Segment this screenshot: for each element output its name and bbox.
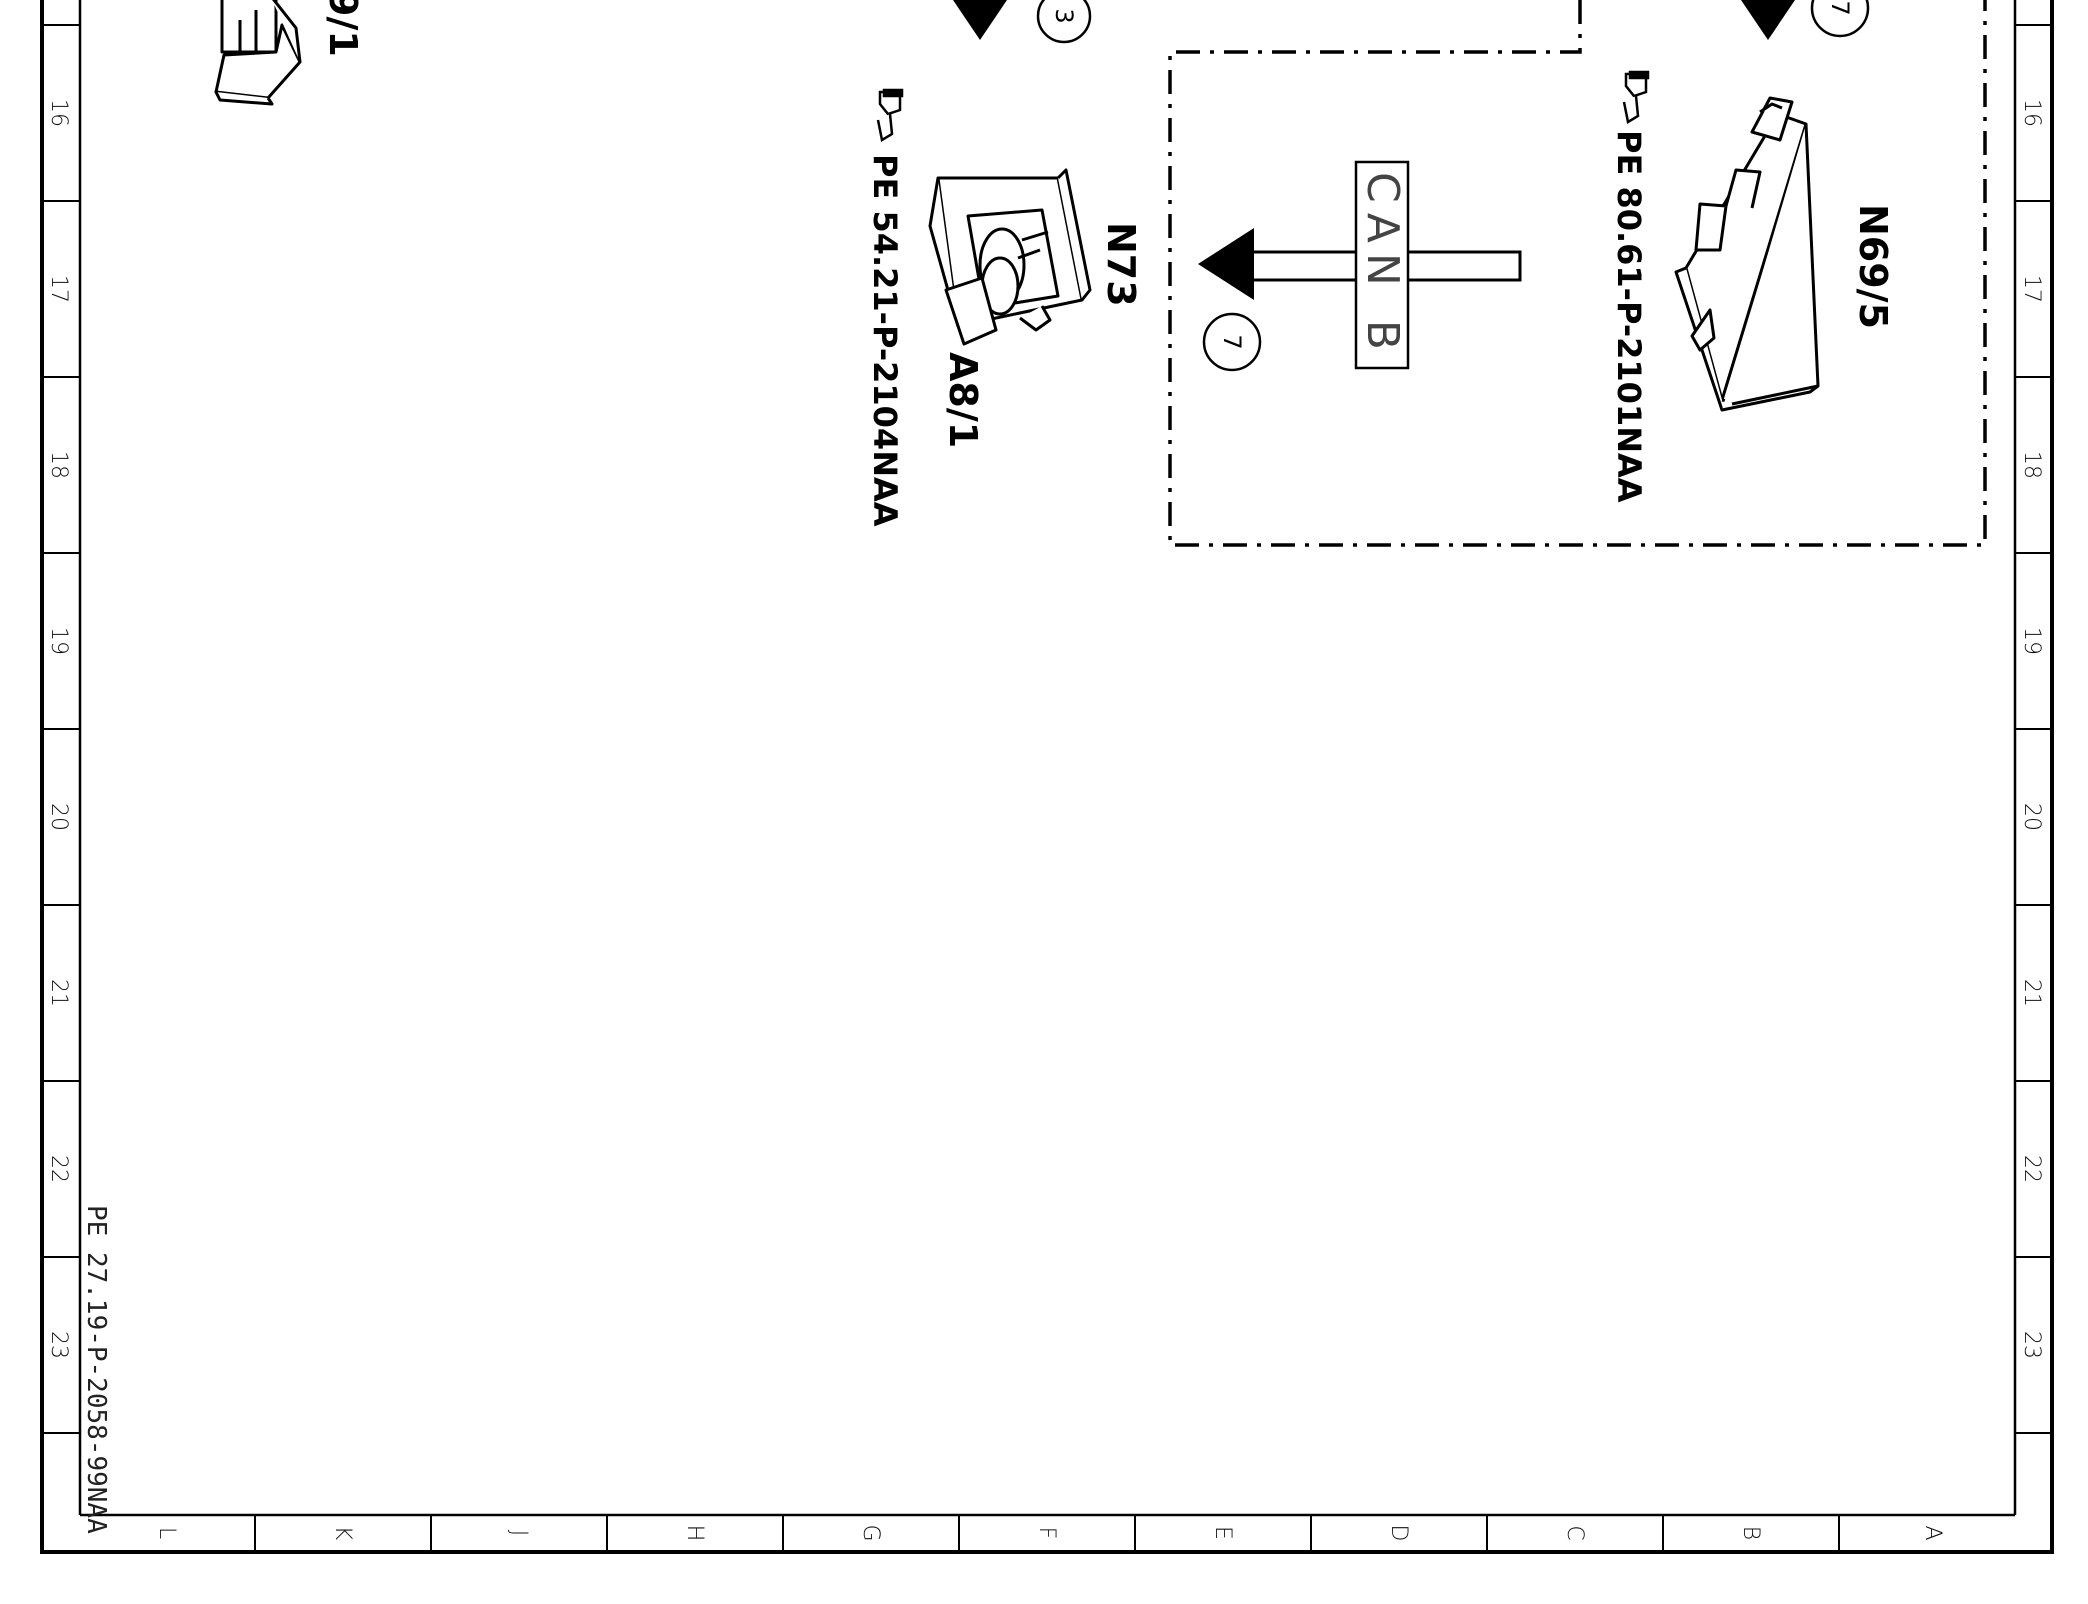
row-zone-dividers xyxy=(42,24,2052,1434)
zone-label-left-22: 22 xyxy=(46,1155,71,1183)
ignition-ref-text: PE 54.21-P-2104NAA xyxy=(866,154,904,527)
zone-label-left-23: 23 xyxy=(46,1331,71,1359)
can-bus-arrow xyxy=(1198,228,1254,300)
zone-label-left-20: 20 xyxy=(46,803,71,831)
connection-arrow-left xyxy=(953,0,1007,40)
zone-label-col-B: B xyxy=(1738,1526,1763,1540)
connection-marker-7-can: 7 xyxy=(1202,312,1262,372)
hand-pointer-icon xyxy=(876,88,904,142)
zone-label-right-18: 18 xyxy=(2019,451,2044,479)
zone-label-right-19: 19 xyxy=(2019,627,2044,655)
can-bus-label: CAN B xyxy=(1357,172,1408,360)
col-zone-dividers xyxy=(254,1515,1840,1552)
ignition-label-n73: N73 xyxy=(1099,222,1143,307)
zone-label-col-C: C xyxy=(1562,1525,1587,1540)
zone-label-col-H: H xyxy=(682,1525,707,1542)
zone-label-right-17: 17 xyxy=(2019,275,2044,303)
zone-label-col-L: L xyxy=(154,1527,179,1539)
sheet-reference: PE 27.19-P-2058-99NAA xyxy=(81,1205,111,1534)
connection-arrow-right xyxy=(1741,0,1795,40)
zone-label-col-K: K xyxy=(330,1526,355,1541)
marker-3-number: 3 xyxy=(1050,8,1078,23)
control-module-icon xyxy=(1674,96,1820,412)
zone-label-left-21: 21 xyxy=(46,979,71,1007)
connection-marker-7-top: 7 xyxy=(1810,0,1870,38)
zone-label-col-E: E xyxy=(1210,1526,1235,1540)
connection-marker-3: 3 xyxy=(1036,0,1092,44)
zone-label-left-16: 16 xyxy=(46,99,71,127)
row-zone-labels-left: 16 17 18 19 20 21 22 23 xyxy=(46,99,71,1359)
zone-label-col-D: D xyxy=(1386,1525,1411,1542)
zone-label-col-G: G xyxy=(858,1524,883,1541)
zone-label-right-22: 22 xyxy=(2019,1155,2044,1183)
zone-label-right-16: 16 xyxy=(2019,99,2044,127)
zone-label-left-17: 17 xyxy=(46,275,71,303)
marker-7-top-number: 7 xyxy=(1826,0,1854,15)
module-boundary xyxy=(1168,0,1987,547)
ignition-label-a8-1: A8/1 xyxy=(941,352,985,448)
zone-label-right-23: 23 xyxy=(2019,1331,2044,1359)
zone-label-right-20: 20 xyxy=(2019,803,2044,831)
module-label: N69/5 xyxy=(1851,204,1895,329)
marker-7-can-number: 7 xyxy=(1218,334,1246,349)
hand-pointer-icon xyxy=(1622,70,1650,124)
partial-connector-icon xyxy=(214,0,302,106)
module-ref-text: PE 80.61-P-2101NAA xyxy=(1610,130,1648,503)
zone-label-col-J: J xyxy=(506,1530,531,1537)
partial-component-label: 9/1 xyxy=(321,0,365,57)
ignition-switch-icon xyxy=(928,168,1092,346)
can-bus-line: CAN B xyxy=(1198,160,1522,370)
zone-label-col-A: A xyxy=(1920,1525,1945,1540)
col-zone-labels: L K J H G F E D C B A xyxy=(154,1524,1945,1541)
ignition-document-ref: PE 54.21-P-2104NAA xyxy=(866,88,904,527)
zone-label-right-21: 21 xyxy=(2019,979,2044,1007)
zone-label-left-19: 19 xyxy=(46,627,71,655)
row-zone-labels-right: 16 17 18 19 20 21 22 23 xyxy=(2019,99,2044,1359)
zone-label-col-F: F xyxy=(1034,1527,1059,1540)
drawing-frame xyxy=(40,0,2054,1554)
module-document-ref: PE 80.61-P-2101NAA xyxy=(1610,70,1650,503)
zone-label-left-18: 18 xyxy=(46,451,71,479)
